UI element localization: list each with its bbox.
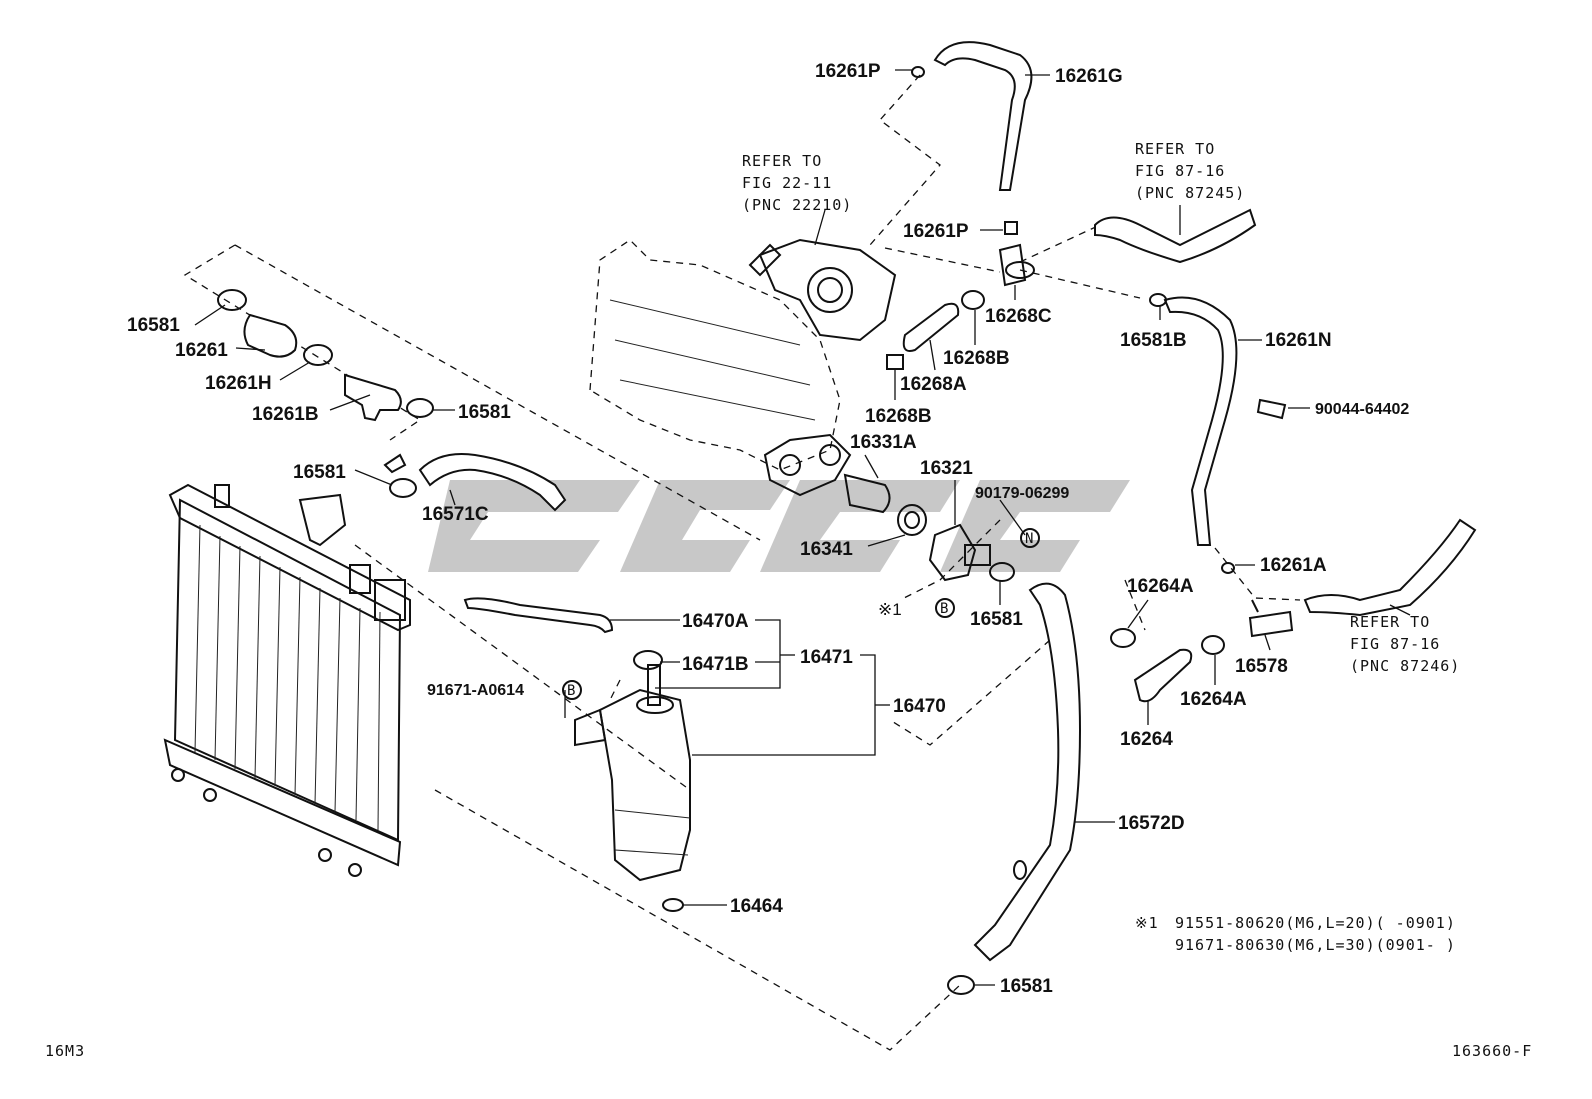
label-16268a: 16268A (900, 374, 967, 395)
watermark (428, 480, 1130, 572)
svg-text:(PNC 22210): (PNC 22210) (742, 196, 852, 214)
part-labels: 16261P 16261G 16261P 16268C 16268B 16268… (127, 61, 1409, 997)
footnote: ※1 91551-80620(M6,L=20)( -0901) 91671-80… (1135, 914, 1456, 954)
label-16578: 16578 (1235, 656, 1288, 677)
small-parts (217, 66, 1294, 995)
label-16572d: 16572D (1118, 813, 1185, 834)
label-16464: 16464 (730, 896, 783, 917)
label-16321: 16321 (920, 458, 973, 479)
ref-throttle: REFER TO FIG 22-11 (PNC 22210) (742, 152, 852, 214)
radiator (163, 483, 411, 877)
hoses (418, 41, 1477, 962)
label-16581-bottom: 16581 (1000, 976, 1053, 997)
label-16261n: 16261N (1265, 330, 1332, 351)
label-16581-thermostat: 16581 (970, 609, 1023, 630)
label-16261b: 16261B (252, 404, 319, 425)
corner-code-left: 16M3 (45, 1042, 85, 1060)
label-16264a-b: 16264A (1180, 689, 1247, 710)
label-16261p-mid: 16261P (903, 221, 969, 242)
leader-lines (194, 69, 1411, 986)
label-16470a: 16470A (682, 611, 749, 632)
label-16581-l3: 16581 (293, 462, 346, 483)
label-16268b-b: 16268B (865, 406, 932, 427)
label-16471: 16471 (800, 647, 853, 668)
label-16261: 16261 (175, 340, 228, 361)
label-16470: 16470 (893, 696, 946, 717)
label-90179-06299: 90179-06299 (975, 485, 1069, 502)
label-91671-a0614: 91671-A0614 (427, 682, 524, 699)
throttle-body (748, 238, 897, 342)
label-16581b: 16581B (1120, 330, 1187, 351)
ref-upper-right: REFER TO FIG 87-16 (PNC 87245) (1135, 140, 1245, 202)
svg-text:REFER TO: REFER TO (1135, 140, 1215, 158)
svg-text:REFER TO: REFER TO (742, 152, 822, 170)
svg-text:(PNC 87246): (PNC 87246) (1350, 657, 1460, 675)
svg-text:FIG 87-16: FIG 87-16 (1350, 635, 1440, 653)
label-16264: 16264 (1120, 729, 1173, 750)
label-90044-64402: 90044-64402 (1315, 401, 1409, 418)
svg-text:※1: ※1 (1135, 914, 1159, 932)
dashed-guides (183, 74, 1301, 1051)
svg-text:FIG 22-11: FIG 22-11 (742, 174, 832, 192)
label-16261h: 16261H (205, 373, 272, 394)
label-16471b: 16471B (682, 654, 749, 675)
label-16571c: 16571C (422, 504, 489, 525)
callout-circles (562, 528, 1040, 700)
label-16268c: 16268C (985, 306, 1052, 327)
label-16261g: 16261G (1055, 66, 1123, 87)
label-16331a: 16331A (850, 432, 917, 453)
label-16264a-a: 16264A (1127, 576, 1194, 597)
svg-text:REFER TO: REFER TO (1350, 613, 1430, 631)
label-16581-l2: 16581 (458, 402, 511, 423)
svg-text:FIG 87-16: FIG 87-16 (1135, 162, 1225, 180)
callout-b-thermostat: B (940, 601, 948, 617)
svg-text:(PNC 87245): (PNC 87245) (1135, 184, 1245, 202)
label-16341: 16341 (800, 539, 853, 560)
callout-b-tank: B (567, 683, 575, 699)
reserve-tank (574, 650, 691, 912)
label-16581-l1: 16581 (127, 315, 180, 336)
label-16261a: 16261A (1260, 555, 1327, 576)
engine-outline (589, 239, 852, 497)
callout-n: N (1025, 531, 1033, 547)
label-16261p-top: 16261P (815, 61, 881, 82)
svg-text:91551-80620(M6,L=20)( -09: 91551-80620(M6,L=20)( -0901) (1175, 914, 1456, 932)
label-16268b-a: 16268B (943, 348, 1010, 369)
ref-lower-right: REFER TO FIG 87-16 (PNC 87246) (1350, 613, 1460, 675)
corner-code-right: 163660-F (1452, 1042, 1532, 1060)
svg-text:91671-80630(M6,L=30)(0901-: 91671-80630(M6,L=30)(0901- ) (1175, 936, 1456, 954)
label-note1-mark: ※1 (878, 600, 902, 619)
